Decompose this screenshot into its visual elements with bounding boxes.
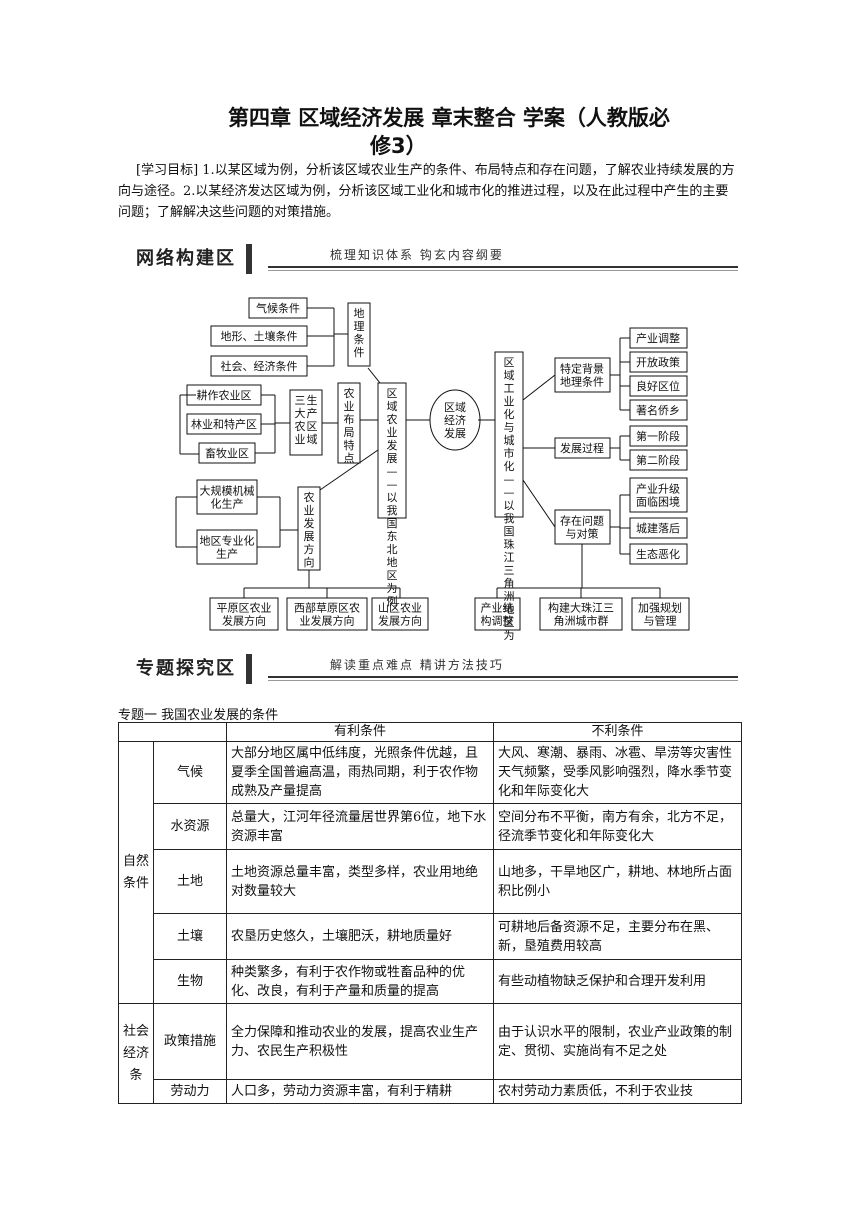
area-label: 耕作农业区 <box>197 388 252 402</box>
row-name: 政策措施 <box>153 1003 227 1080</box>
bg-item-label: 良好区位 <box>636 379 680 393</box>
bottom-right-label: 加强规划与管理 <box>638 601 682 628</box>
banner-rule <box>268 676 738 678</box>
row-good: 土地资源总量丰富，类型多样，农业用地绝对数量较大 <box>226 849 494 914</box>
topic-heading: 专题一 我国农业发展的条件 <box>118 708 279 723</box>
row-name: 气候 <box>153 741 227 804</box>
table-row: 水资源 总量大，江河年径流量居世界第6位，地下水资源丰富 空间分布不平衡，南方有… <box>119 803 742 850</box>
bg-item-label: 著名侨乡 <box>636 403 680 417</box>
conditions-table: 有利条件 不利条件 自然条件 气候 大部分地区属中低纬度，光照条件优越，且夏季全… <box>118 722 742 1104</box>
row-good: 总量大，江河年径流量居世界第6位，地下水资源丰富 <box>226 803 494 850</box>
row-bad: 农村劳动力素质低，不利于农业技 <box>493 1079 742 1104</box>
bg-label: 特定背景地理条件 <box>560 362 604 389</box>
table-row: 生物 种类繁多，有利于农作物或牲畜品种的优化、改良，有利于产量和质量的提高 有些… <box>119 959 742 1004</box>
dir-item-label: 地区专业化生产 <box>200 534 255 561</box>
banner-topic-sub: 解读重点难点 精讲方法技巧 <box>330 658 504 672</box>
row-good: 人口多，劳动力资源丰富，有利于精耕 <box>226 1079 494 1104</box>
left-main-label: 区域农业发展——以我国东北地区为例 <box>387 387 398 608</box>
table-row: 劳动力 人口多，劳动力资源丰富，有利于精耕 农村劳动力素质低，不利于农业技 <box>119 1079 742 1104</box>
row-bad: 山地多，干旱地区广，耕地、林地所占面积比例小 <box>493 849 742 914</box>
table-row: 土壤 农垦历史悠久，土壤肥沃，耕地质量好 可耕地后备资源不足，主要分布在黑、新，… <box>119 913 742 960</box>
layout-label: 农业布局特点 <box>344 386 355 465</box>
bottom-left-label: 西部草原区农业发展方向 <box>294 601 360 628</box>
header-bad: 不利条件 <box>493 722 742 742</box>
geo-item-label: 社会、经济条件 <box>221 359 298 373</box>
area-label: 林业和特产区 <box>191 417 257 431</box>
row-name: 劳动力 <box>153 1079 227 1104</box>
banner-network-sub: 梳理知识体系 钩玄内容纲要 <box>330 248 504 262</box>
table-row: 土地 土地资源总量丰富，类型多样，农业用地绝对数量较大 山地多，干旱地区广，耕地… <box>119 849 742 914</box>
page-title: 第四章 区域经济发展 章末整合 学案（人教版必 修3） <box>228 104 748 160</box>
process-item-label: 第二阶段 <box>636 453 680 467</box>
center-label: 区域经济发展 <box>444 401 466 440</box>
row-name: 水资源 <box>153 803 227 850</box>
bottom-right-label: 产业结构调整 <box>481 601 514 628</box>
learning-goal: [学习目标] 1.以某区域为例，分析该区域农业生产的条件、布局特点和存在问题，了… <box>118 160 740 223</box>
direction-label: 农业发展方向 <box>304 490 315 569</box>
problem-item-label: 产业升级面临困境 <box>636 482 680 509</box>
problem-item-label: 生态恶化 <box>636 547 680 561</box>
geo-item-label: 地形、土壤条件 <box>221 329 298 343</box>
geo-label: 地理条件 <box>354 307 365 359</box>
table-header-row: 有利条件 不利条件 <box>118 722 742 742</box>
banner-rule-thin <box>268 680 738 681</box>
bottom-left-label: 平原区农业发展方向 <box>217 601 272 628</box>
banner-rule <box>268 266 738 268</box>
row-bad: 空间分布不平衡，南方有余，北方不足，径流季节变化和年际变化大 <box>493 803 742 850</box>
group-social: 社会经济条 <box>118 1003 154 1104</box>
bg-item-label: 产业调整 <box>636 331 680 345</box>
area-label: 畜牧业区 <box>205 446 249 460</box>
geo-item-label: 气候条件 <box>256 301 300 315</box>
right-main-box <box>494 351 524 518</box>
dir-item-label: 大规模机械化生产 <box>200 484 255 511</box>
process-label: 发展过程 <box>560 441 604 455</box>
banner-network: 网络构建区 梳理知识体系 钩玄内容纲要 <box>130 244 738 278</box>
table-corner <box>118 722 227 742</box>
table-row: 社会经济条 政策措施 全力保障和推动农业的发展，提高农业生产力、农民生产积极性 … <box>118 1003 742 1104</box>
process-item-label: 第一阶段 <box>636 429 680 443</box>
row-good: 大部分地区属中低纬度，光照条件优越，且夏季全国普遍高温，雨热同期，利于农作物成熟… <box>226 741 494 804</box>
problem-item-label: 城建落后 <box>636 521 680 535</box>
knowledge-diagram: 区域经济发展 区域农业发展——以我国东北地区为例 地理条件 气候条件地形、土壤条件社会… <box>175 297 690 640</box>
row-bad: 有些动植物缺乏保护和合理开发利用 <box>493 959 742 1004</box>
banner-topic: 专题探究区 解读重点难点 精讲方法技巧 <box>130 654 738 688</box>
row-good: 全力保障和推动农业的发展，提高农业生产力、农民生产积极性 <box>226 1003 494 1080</box>
row-name: 生物 <box>153 959 227 1004</box>
title-line-2: 修3） <box>370 134 427 158</box>
header-good: 有利条件 <box>226 722 494 742</box>
banner-rule-thin <box>268 270 738 271</box>
row-name: 土地 <box>153 849 227 914</box>
table-row: 自然条件 气候 大部分地区属中低纬度，光照条件优越，且夏季全国普遍高温，雨热同期… <box>118 741 742 1004</box>
group-natural: 自然条件 <box>118 741 154 1004</box>
row-bad: 可耕地后备资源不足，主要分布在黑、新，垦殖费用较高 <box>493 913 742 960</box>
banner-topic-label: 专题探究区 <box>130 654 252 684</box>
connectors <box>175 307 661 598</box>
row-good: 种类繁多，有利于农作物或牲畜品种的优化、改良，有利于产量和质量的提高 <box>226 959 494 1004</box>
title-line-1: 第四章 区域经济发展 章末整合 学案（人教版必 <box>228 106 670 130</box>
problem-label: 存在问题与对策 <box>560 514 604 541</box>
right-main-label: 区域工业化与城市化——以我国珠江三角洲地区为例 <box>504 356 515 640</box>
bottom-left-label: 山区农业发展方向 <box>378 601 422 628</box>
row-name: 土壤 <box>153 913 227 960</box>
three-label: 三大农业生产区域 <box>295 393 318 446</box>
bg-item-label: 开放政策 <box>636 355 680 369</box>
row-bad: 由于认识水平的限制，农业产业政策的制定、贯彻、实施尚有不足之处 <box>493 1003 742 1080</box>
goal-tag: [学习目标] <box>136 163 199 178</box>
goal-text: 1.以某区域为例，分析该区域农业生产的条件、布局特点和存在问题，了解农业持续发展… <box>118 163 735 220</box>
bottom-right-label: 构建大珠江三角洲城市群 <box>548 601 614 628</box>
row-good: 农垦历史悠久，土壤肥沃，耕地质量好 <box>226 913 494 960</box>
banner-network-label: 网络构建区 <box>130 244 252 274</box>
row-bad: 大风、寒潮、暴雨、冰雹、旱涝等灾害性天气频繁，受季风影响强烈，降水季节变化和年际… <box>493 741 742 804</box>
